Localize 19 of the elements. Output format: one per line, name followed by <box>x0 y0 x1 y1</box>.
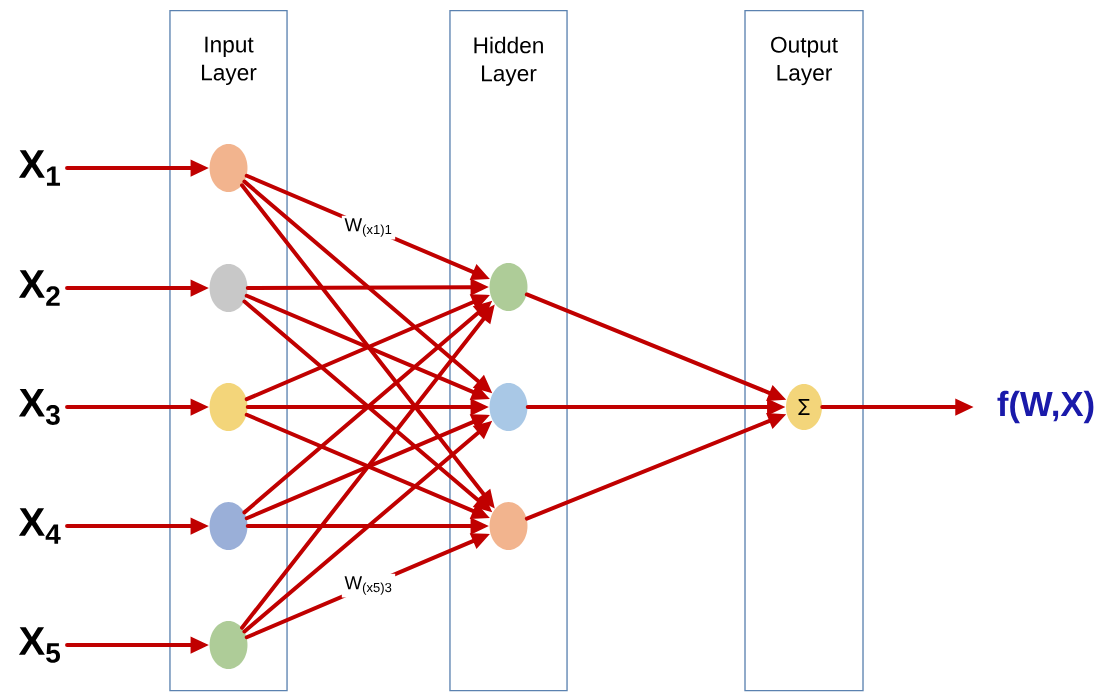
neuron-circle <box>489 383 528 431</box>
input-label: X$_{4}$ <box>18 508 61 544</box>
layer-band: Input Layer <box>169 10 288 692</box>
layer-band: Hidden Layer <box>449 10 568 692</box>
sum-node: ∑ <box>786 384 822 430</box>
edge-label: W$_{(x5)3}$ <box>344 576 392 595</box>
input-label: X$_{5}$ <box>18 627 60 663</box>
neuron-circle <box>489 263 528 311</box>
edge-label: W$_{(x1)1}$ <box>344 218 392 237</box>
neuron-circle <box>209 144 248 192</box>
neuron-circle <box>209 502 248 550</box>
neuron-circle <box>209 264 248 312</box>
neuron-circle <box>489 502 528 550</box>
neuron-circle <box>209 383 248 431</box>
neuron-circle <box>209 621 248 669</box>
input-label: X$_{1}$ <box>18 150 60 186</box>
input-label: X$_{3}$ <box>18 389 60 425</box>
output-label: f(W,X) <box>997 390 1094 424</box>
input-label: X$_{2}$ <box>18 270 60 306</box>
